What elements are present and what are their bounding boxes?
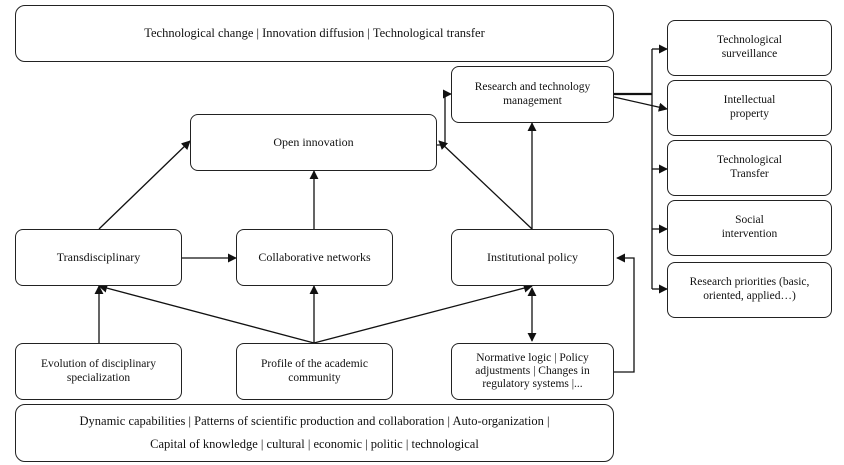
arrow-profile-to-transdisciplinary <box>98 283 315 344</box>
transdisciplinary-label: Transdisciplinary <box>56 250 141 265</box>
normative-logic-label: Normative logic | Policy adjustments | C… <box>475 351 590 391</box>
right-box-technological-transfer: Technological Transfer <box>667 140 832 196</box>
right-box-research-priorities: Research priorities (basic, oriented, ap… <box>667 262 832 318</box>
right-box-intellectual-property: Intellectual property <box>667 80 832 136</box>
arrow-open-innovation-to-research-management <box>437 89 452 146</box>
research-management-label: Research and technology management <box>474 80 591 107</box>
bottom-banner: Dynamic capabilities | Patterns of scien… <box>15 404 614 462</box>
transdisciplinary-box: Transdisciplinary <box>15 229 182 286</box>
collaborative-networks-label: Collaborative networks <box>258 250 371 265</box>
evolution-specialization-box: Evolution of disciplinary specialization <box>15 343 182 400</box>
collaborative-networks-box: Collaborative networks <box>236 229 393 286</box>
academic-profile-box: Profile of the academic community <box>236 343 393 400</box>
right-box-technological-surveillance-label: Technological surveillance <box>717 34 782 60</box>
arrow-policy-to-open-innovation <box>438 140 533 230</box>
institutional-policy-box: Institutional policy <box>451 229 614 286</box>
right-box-social-intervention-label: Social intervention <box>721 214 778 240</box>
open-innovation-label: Open innovation <box>273 135 354 150</box>
bottom-banner-line-2: Capital of knowledge | cultural | econom… <box>150 437 479 451</box>
arrow-normative-to-policy-loop <box>614 253 635 373</box>
arrow-profile-to-policy <box>313 283 533 344</box>
academic-profile-label: Profile of the academic community <box>261 357 368 384</box>
open-innovation-box: Open innovation <box>190 114 437 171</box>
institutional-policy-label: Institutional policy <box>487 250 578 265</box>
top-banner-text: Technological change | Innovation diffus… <box>144 26 485 40</box>
evolution-specialization-label: Evolution of disciplinary specialization <box>41 357 156 384</box>
branch-intellectual-property <box>613 96 668 112</box>
right-box-technological-transfer-label: Technological Transfer <box>717 154 782 180</box>
right-box-social-intervention: Social intervention <box>667 200 832 256</box>
top-banner: Technological change | Innovation diffus… <box>15 5 614 62</box>
right-box-technological-surveillance: Technological surveillance <box>667 20 832 76</box>
normative-logic-box: Normative logic | Policy adjustments | C… <box>451 343 614 400</box>
right-box-research-priorities-label: Research priorities (basic, oriented, ap… <box>689 276 810 302</box>
bottom-banner-line-1: Dynamic capabilities | Patterns of scien… <box>79 414 550 428</box>
research-management-box: Research and technology management <box>451 66 614 123</box>
arrow-transdisciplinary-to-open-innovation <box>98 140 191 230</box>
right-box-intellectual-property-label: Intellectual property <box>723 94 776 120</box>
